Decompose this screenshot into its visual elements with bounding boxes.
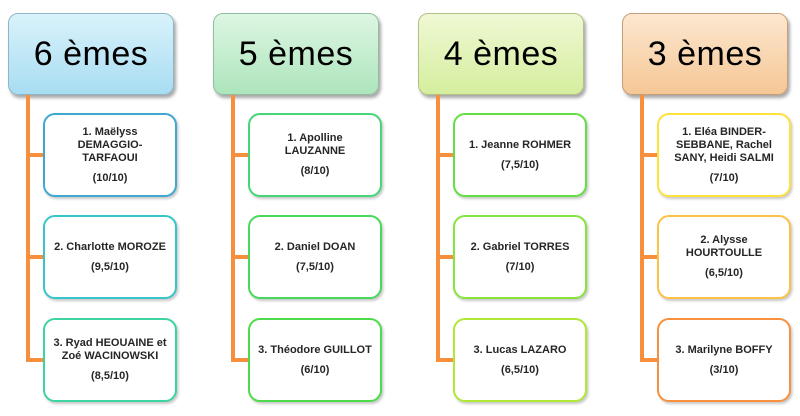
connector-trunk — [231, 95, 235, 362]
rank-item: 1. Eléa BINDER-SEBBANE, Rachel SANY, Hei… — [657, 113, 791, 197]
connector-branch — [26, 255, 46, 259]
grade-column-6emes: 6 èmes 1. Maëlyss DEMAGGIO-TARFAOUI (10/… — [8, 13, 178, 408]
connector-trunk — [26, 95, 30, 362]
student-score: (6/10) — [300, 363, 330, 376]
student-name: 3. Ryad HEOUAINE et Zoé WACINOWSKI — [53, 337, 167, 362]
student-score: (6,5/10) — [501, 363, 539, 376]
student-score: (9,5/10) — [91, 260, 129, 273]
rank-item: 2. Daniel DOAN (7,5/10) — [248, 215, 382, 299]
grade-column-3emes: 3 èmes 1. Eléa BINDER-SEBBANE, Rachel SA… — [622, 13, 792, 408]
connector-branch — [436, 255, 456, 259]
student-name: 3. Marilyne BOFFY — [675, 343, 773, 356]
student-score: (7,5/10) — [296, 260, 334, 273]
student-name: 2. Charlotte MOROZE — [54, 240, 166, 253]
connector-branch — [640, 255, 660, 259]
rank-item: 2. Gabriel TORRES (7/10) — [453, 215, 587, 299]
rank-item: 3. Lucas LAZARO (6,5/10) — [453, 318, 587, 402]
column-header-4emes: 4 èmes — [418, 13, 584, 95]
connector-branch — [436, 153, 456, 157]
connector-branch — [231, 358, 251, 362]
column-header-3emes: 3 èmes — [622, 13, 788, 95]
column-header-6emes: 6 èmes — [8, 13, 174, 95]
connector-branch — [640, 358, 660, 362]
rank-item: 1. Apolline LAUZANNE (8/10) — [248, 113, 382, 197]
student-score: (8,5/10) — [91, 370, 129, 382]
student-score: (7/10) — [709, 171, 739, 184]
student-name: 3. Théodore GUILLOT — [258, 343, 372, 356]
student-score: (8/10) — [300, 165, 330, 177]
rank-item: 2. Alysse HOURTOULLE (6,5/10) — [657, 215, 791, 299]
student-name: 3. Lucas LAZARO — [473, 343, 567, 356]
student-name: 2. Daniel DOAN — [274, 240, 356, 253]
rank-item: 3. Ryad HEOUAINE et Zoé WACINOWSKI (8,5/… — [43, 318, 177, 402]
rank-item: 2. Charlotte MOROZE (9,5/10) — [43, 215, 177, 299]
student-score: (3/10) — [709, 363, 739, 376]
rank-item: 3. Marilyne BOFFY (3/10) — [657, 318, 791, 402]
connector-branch — [26, 153, 46, 157]
grade-column-4emes: 4 èmes 1. Jeanne ROHMER (7,5/10) 2. Gabr… — [418, 13, 588, 408]
student-score: (7/10) — [505, 260, 535, 273]
student-score: (10/10) — [92, 171, 128, 184]
connector-branch — [436, 358, 456, 362]
grade-column-5emes: 5 èmes 1. Apolline LAUZANNE (8/10) 2. Da… — [213, 13, 383, 408]
rank-item: 3. Théodore GUILLOT (6/10) — [248, 318, 382, 402]
rank-item: 1. Jeanne ROHMER (7,5/10) — [453, 113, 587, 197]
student-name: 2. Alysse HOURTOULLE — [685, 234, 763, 259]
student-name: 1. Jeanne ROHMER — [468, 138, 572, 151]
connector-trunk — [640, 95, 644, 362]
student-score: (6,5/10) — [705, 267, 743, 279]
student-name: 1. Maëlyss DEMAGGIO-TARFAOUI — [77, 125, 143, 164]
connector-branch — [26, 358, 46, 362]
student-name: 2. Gabriel TORRES — [470, 240, 570, 253]
student-name: 1. Eléa BINDER-SEBBANE, Rachel SANY, Hei… — [674, 125, 774, 164]
connector-trunk — [436, 95, 440, 362]
rank-item: 1. Maëlyss DEMAGGIO-TARFAOUI (10/10) — [43, 113, 177, 197]
connector-branch — [231, 153, 251, 157]
student-score: (7,5/10) — [501, 158, 539, 171]
student-name: 1. Apolline LAUZANNE — [284, 132, 346, 157]
connector-branch — [640, 153, 660, 157]
column-header-5emes: 5 èmes — [213, 13, 379, 95]
connector-branch — [231, 255, 251, 259]
